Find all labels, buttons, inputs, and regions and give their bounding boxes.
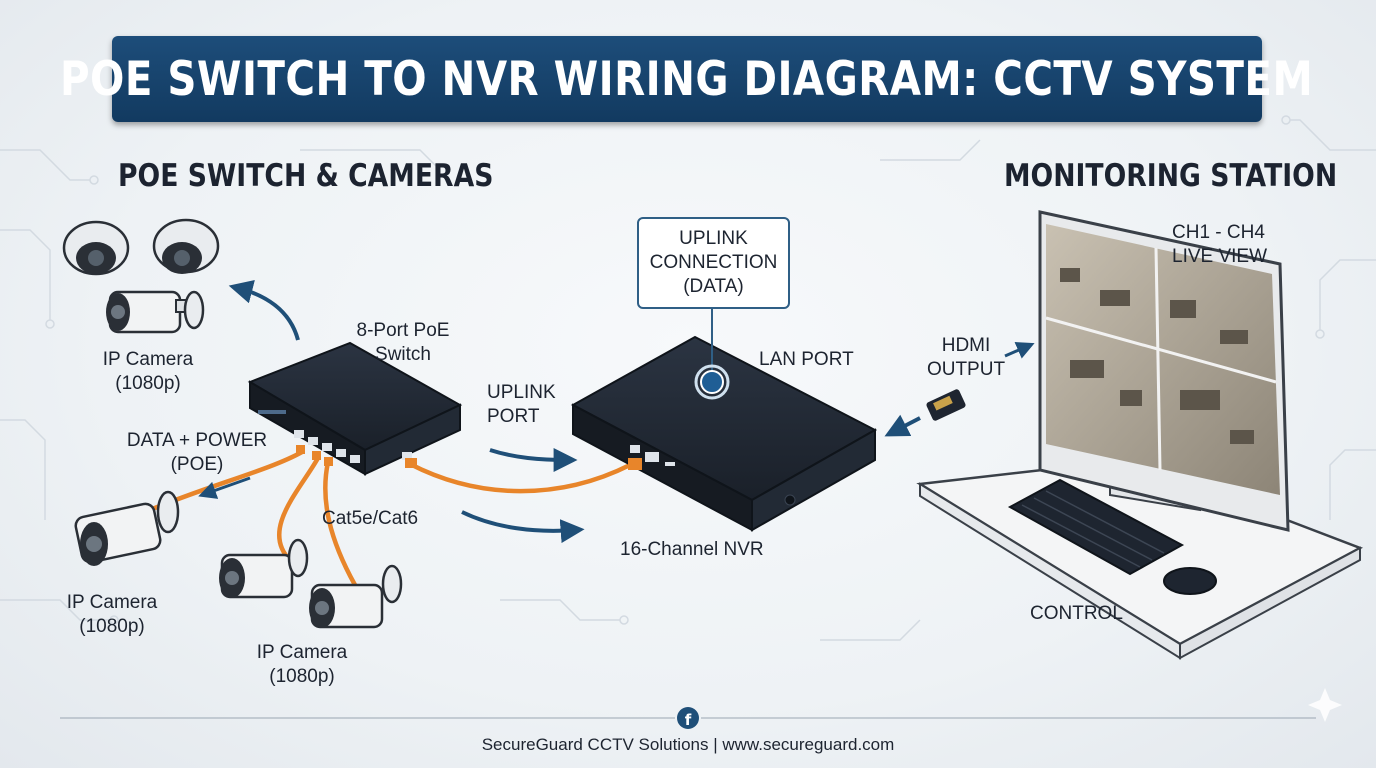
rj45-plugs [296, 445, 417, 468]
svg-text:f: f [685, 711, 692, 729]
cable-label: Cat5e/Cat6 [322, 508, 419, 529]
circuit-background [0, 115, 1376, 641]
arrow-to-top-cameras [228, 280, 300, 341]
keyboard-icon [1007, 478, 1185, 576]
hdmi-connector-icon [926, 389, 966, 421]
uplink-connection-callout: UPLINK CONNECTION (DATA) [637, 217, 790, 309]
title-bar: POE SWITCH TO NVR WIRING DIAGRAM: CCTV S… [60, 36, 1313, 122]
poe-switch-icon [247, 341, 463, 476]
section-heading-right: MONITORING STATION [1004, 158, 1338, 194]
uplink-port-label-line2: PORT [487, 406, 540, 427]
dome-camera-icon [62, 220, 130, 276]
lan-port-label: LAN PORT [759, 349, 854, 370]
camera-top-label: IP Camera (1080p) [98, 348, 198, 396]
sparkle-icon [1308, 688, 1342, 722]
data-power-label-line2: (POE) [170, 454, 224, 475]
camera-top-label-line2: (1080p) [115, 373, 181, 394]
camera-top-label-line1: IP Camera [102, 349, 194, 370]
camera-left-label: IP Camera (1080p) [62, 591, 162, 639]
hdmi-output-label: HDMI OUTPUT [925, 334, 1007, 382]
switch-label: 8-Port PoE Switch [348, 319, 458, 367]
switch-label-line2: Switch [375, 344, 431, 365]
nvr-icon [570, 335, 878, 532]
lan-port-marker [694, 364, 730, 400]
switch-label-line1: 8-Port PoE [356, 320, 450, 341]
rj45-plug-nvr [628, 458, 642, 470]
section-heading-left: POE SWITCH & CAMERAS [118, 158, 494, 194]
monitor-icon [1038, 210, 1290, 532]
uplink-port-label: UPLINK PORT [487, 381, 556, 429]
poe-cables [149, 450, 632, 587]
camera-left-label-line2: (1080p) [79, 616, 145, 637]
nvr-label: 16-Channel NVR [620, 539, 764, 560]
arrow-data-power [198, 476, 251, 499]
uplink-connection-line1: UPLINK [679, 228, 748, 249]
arrow-uplink-lower [461, 510, 585, 544]
control-label: CONTROL [1030, 603, 1123, 624]
mouse-icon [1163, 567, 1217, 595]
arrow-uplink-port [489, 447, 578, 472]
hdmi-output-label-line1: HDMI [941, 335, 991, 356]
data-power-label: DATA + POWER (POE) [122, 429, 272, 477]
camera-bottom-label: IP Camera (1080p) [252, 641, 352, 689]
uplink-port-label-line1: UPLINK [487, 382, 556, 403]
live-view-label-line2: LIVE VIEW [1172, 246, 1268, 267]
live-view-label-line1: CH1 - CH4 [1172, 222, 1265, 243]
arrow-hdmi-out [1004, 342, 1035, 359]
bullet-camera-icon [219, 538, 309, 599]
camera-left-label-line1: IP Camera [66, 592, 158, 613]
facebook-icon: f [677, 707, 699, 729]
arrow-hdmi-in [884, 414, 921, 437]
uplink-connection-line3: (DATA) [683, 276, 744, 297]
bullet-camera-icon [106, 290, 205, 334]
camera-bottom-label-line2: (1080p) [269, 666, 335, 687]
footer-text: SecureGuard CCTV Solutions | www.secureg… [481, 735, 895, 754]
hdmi-output-label-line2: OUTPUT [926, 359, 1006, 380]
camera-bottom-label-line1: IP Camera [256, 642, 348, 663]
uplink-connection-line2: CONNECTION [649, 252, 778, 273]
page-title: POE SWITCH TO NVR WIRING DIAGRAM: CCTV S… [60, 51, 1314, 107]
data-power-label-line1: DATA + POWER [126, 430, 268, 451]
dome-camera-icon [152, 218, 220, 274]
live-view-label: CH1 - CH4 LIVE VIEW [1172, 221, 1267, 269]
bullet-camera-icon [74, 490, 180, 566]
bullet-camera-icon [309, 564, 403, 629]
